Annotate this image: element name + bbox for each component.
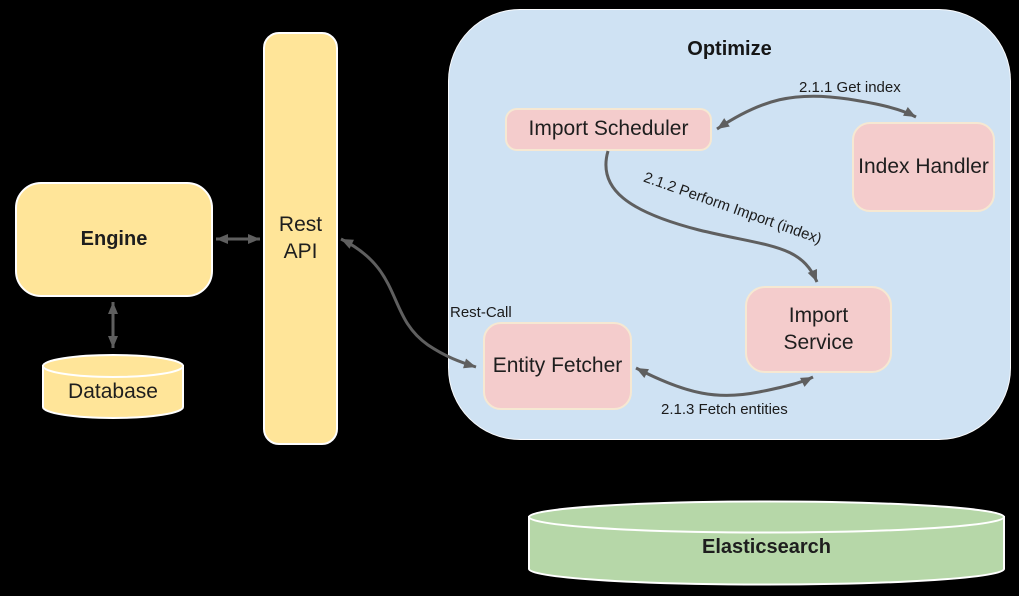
index-handler-node: Index Handler [852,122,995,212]
index-handler-label: Index Handler [858,154,989,178]
entity-fetcher-node: Entity Fetcher [483,322,632,410]
import-service-node: Import Service [745,286,892,373]
elasticsearch-label: Elasticsearch [702,536,831,558]
rest-api-node: Rest API [263,32,338,445]
import-scheduler-node: Import Scheduler [505,108,712,151]
database-label: Database [68,380,158,403]
entity-fetcher-label: Entity Fetcher [492,353,623,377]
edge-label-rest-call: Rest-Call [450,304,512,321]
optimize-title: Optimize [687,38,772,60]
engine-label: Engine [80,228,148,250]
import-service-label: Import Service [783,304,854,354]
edge-label-fetch-entities: 2.1.3 Fetch entities [661,401,788,418]
engine-node: Engine [15,182,213,297]
edge-label-get-index: 2.1.1 Get index [799,79,901,96]
import-scheduler-label: Import Scheduler [528,117,689,141]
rest-api-label: Rest API [278,213,323,263]
